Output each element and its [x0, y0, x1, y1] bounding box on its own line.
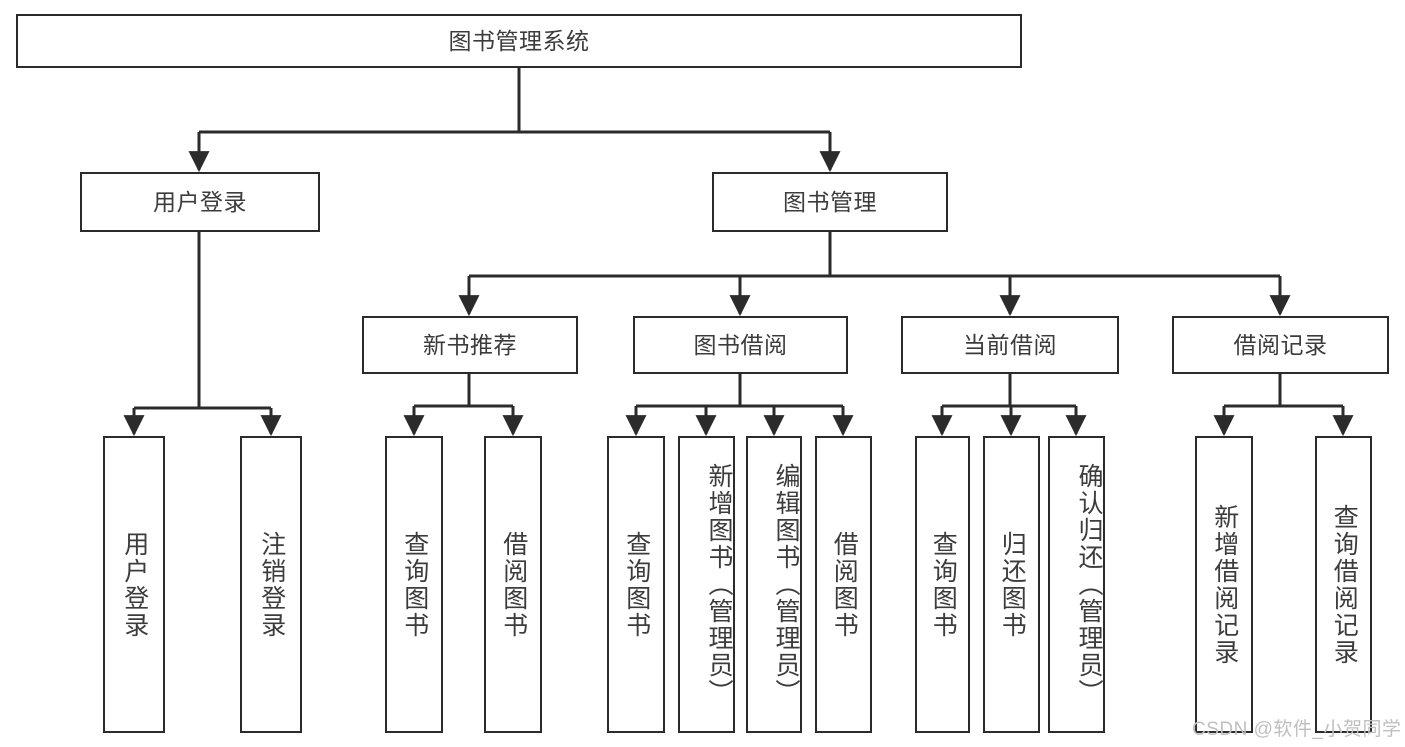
node-borrow-record[interactable]: 借阅记录	[1172, 316, 1389, 374]
leaf-query-books-recommend[interactable]: 查询图书	[385, 436, 443, 733]
node-root[interactable]: 图书管理系统	[16, 14, 1022, 68]
node-book-borrow[interactable]: 图书借阅	[633, 316, 848, 374]
leaf-add-borrow-record[interactable]: 新增借阅记录	[1195, 436, 1253, 733]
leaf-edit-book-admin[interactable]: 编辑图书（管理员）	[746, 436, 802, 733]
leaf-borrow-books-recommend[interactable]: 借阅图书	[484, 436, 542, 733]
leaf-user-login[interactable]: 用户登录	[103, 436, 165, 733]
node-book-management[interactable]: 图书管理	[712, 172, 948, 232]
node-user-login[interactable]: 用户登录	[80, 172, 320, 232]
leaf-query-borrow-record[interactable]: 查询借阅记录	[1315, 436, 1372, 733]
leaf-query-books-borrow[interactable]: 查询图书	[607, 436, 665, 733]
leaf-borrow-books[interactable]: 借阅图书	[815, 436, 872, 733]
node-new-book-recommend[interactable]: 新书推荐	[362, 316, 578, 374]
leaf-confirm-return-admin[interactable]: 确认归还（管理员）	[1048, 436, 1105, 733]
leaf-query-books-current[interactable]: 查询图书	[915, 436, 970, 733]
leaf-logout[interactable]: 注销登录	[240, 436, 302, 733]
leaf-return-books[interactable]: 归还图书	[983, 436, 1040, 733]
node-current-borrow[interactable]: 当前借阅	[901, 316, 1119, 374]
leaf-add-book-admin[interactable]: 新增图书（管理员）	[678, 436, 735, 733]
